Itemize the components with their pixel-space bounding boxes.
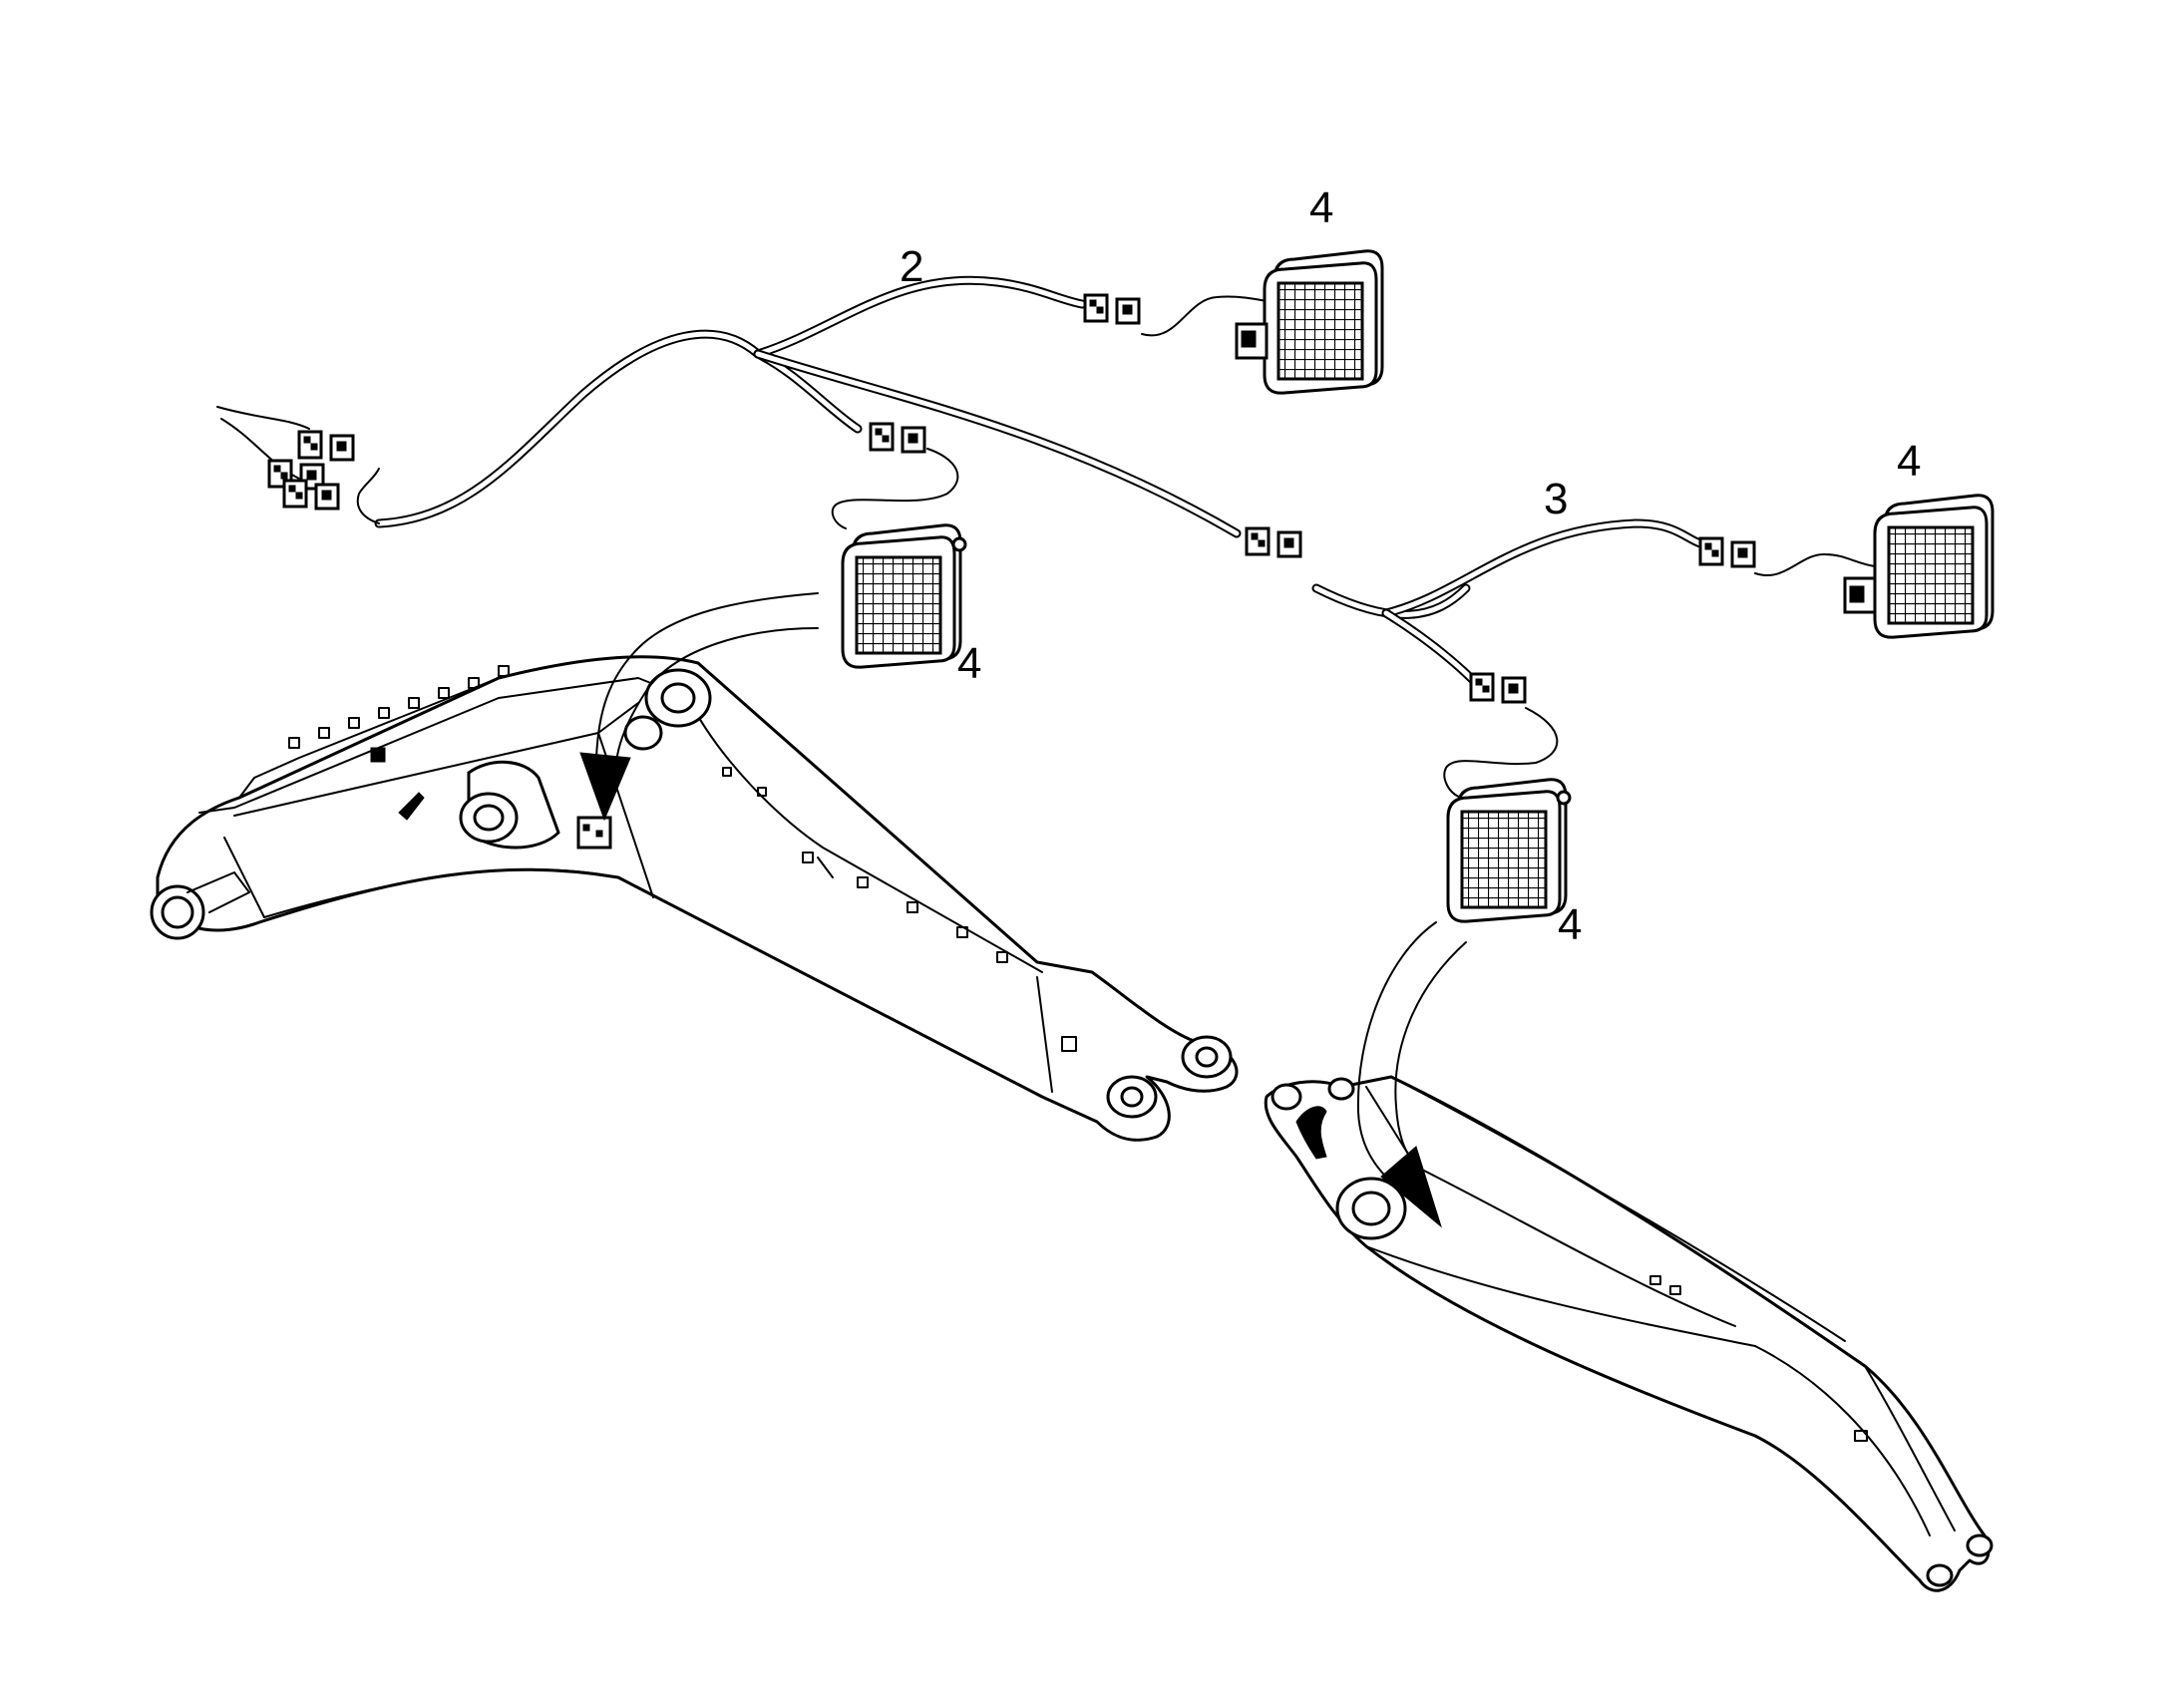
- callout-lamp-upper: 4: [1309, 183, 1333, 232]
- work-lamp-right: [1843, 494, 1995, 639]
- work-lamp-lower: [1446, 778, 1572, 923]
- wiring-harness: [216, 275, 1876, 799]
- callout-harness-3: 3: [1544, 475, 1568, 523]
- callout-harness-2: 2: [900, 242, 923, 291]
- location-arrow-boom: [579, 592, 819, 822]
- location-arrow-arm: [1356, 921, 1467, 1228]
- callout-lamp-lower: 4: [1558, 900, 1582, 949]
- callout-lamp-right: 4: [1897, 437, 1921, 486]
- excavator-boom: [150, 655, 1239, 1142]
- callout-lamp-left: 4: [957, 639, 981, 688]
- excavator-arm: [1264, 1075, 1994, 1592]
- work-lamp-upper-center: [1235, 249, 1384, 395]
- work-lamp-left: [841, 523, 967, 669]
